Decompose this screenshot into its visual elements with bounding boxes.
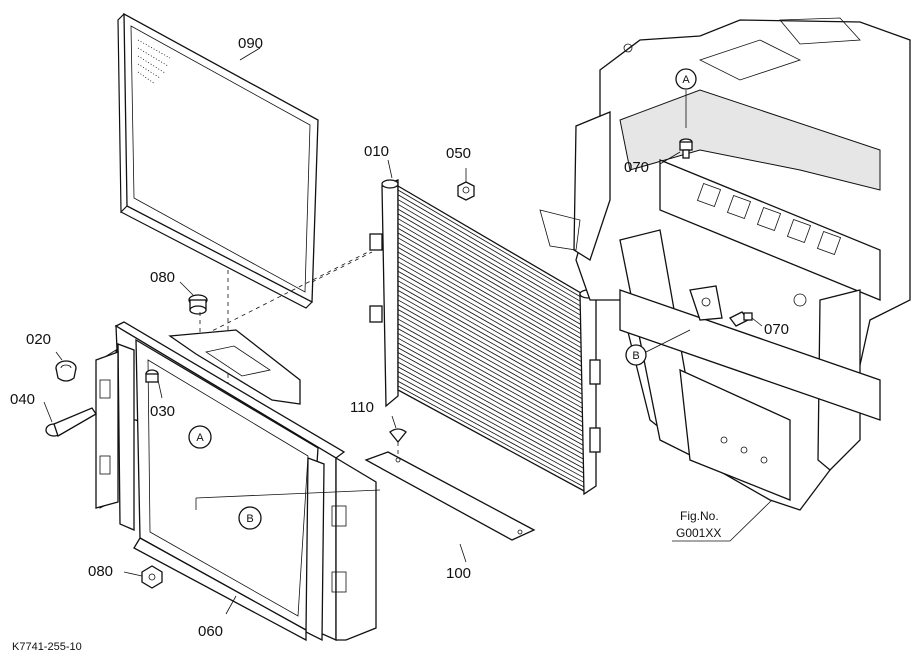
fin-line bbox=[397, 232, 587, 342]
part-040-bolt bbox=[45, 407, 97, 437]
leader-110 bbox=[391, 415, 397, 429]
fin-line bbox=[397, 337, 587, 443]
fin-line bbox=[397, 299, 587, 406]
marker-b-left: B bbox=[238, 506, 262, 530]
leader-060 bbox=[225, 595, 237, 615]
fin-line bbox=[397, 237, 587, 347]
leader-100 bbox=[459, 543, 467, 563]
condenser-fins bbox=[397, 189, 587, 489]
fin-line bbox=[397, 385, 587, 489]
part-050-nut bbox=[457, 181, 475, 201]
fin-line bbox=[397, 251, 587, 360]
part-080-grommet-lower bbox=[141, 565, 163, 589]
part-020-bushing bbox=[55, 360, 77, 382]
alignment-line-2 bbox=[205, 251, 369, 335]
leader-010 bbox=[387, 159, 393, 179]
leader-020 bbox=[55, 351, 63, 361]
fin-line bbox=[397, 328, 587, 434]
fin-line bbox=[397, 333, 587, 438]
drawing-code: K7741-255-10 bbox=[12, 641, 82, 653]
part-060-frame bbox=[95, 321, 377, 642]
fin-line bbox=[397, 318, 587, 425]
fin-line bbox=[397, 309, 587, 415]
fin-line bbox=[397, 361, 587, 466]
fin-line bbox=[397, 227, 587, 338]
fin-line bbox=[397, 203, 587, 315]
fin-line bbox=[397, 199, 587, 310]
part-010-condenser bbox=[369, 179, 601, 496]
fin-line bbox=[397, 366, 587, 471]
leader-090 bbox=[239, 47, 261, 61]
label-080a: 080 bbox=[150, 269, 175, 286]
svg-text:A: A bbox=[682, 74, 690, 86]
label-070b: 070 bbox=[764, 321, 789, 338]
leader-b-left bbox=[195, 489, 381, 499]
label-050: 050 bbox=[446, 145, 471, 162]
fin-line bbox=[397, 208, 587, 319]
leader-040 bbox=[43, 401, 53, 423]
label-080b: 080 bbox=[88, 563, 113, 580]
fin-line bbox=[397, 356, 587, 461]
fin-line bbox=[397, 275, 587, 383]
leader-080a bbox=[179, 281, 195, 297]
fin-line bbox=[397, 352, 587, 457]
fin-line bbox=[397, 223, 587, 333]
fin-line bbox=[397, 304, 587, 411]
label-110: 110 bbox=[350, 399, 374, 416]
figure-number: G001XX bbox=[676, 526, 721, 540]
figure-number-label: Fig.No. G001XX bbox=[672, 499, 773, 542]
part-090-screen bbox=[117, 12, 319, 309]
label-040: 040 bbox=[10, 391, 35, 408]
label-070a: 070 bbox=[624, 159, 649, 176]
label-010: 010 bbox=[364, 143, 389, 160]
fin-line bbox=[397, 294, 587, 402]
fin-line bbox=[397, 371, 587, 475]
part-080-grommet-upper bbox=[188, 294, 208, 315]
fin-line bbox=[397, 242, 587, 351]
fin-line bbox=[397, 280, 587, 388]
fin-line bbox=[397, 266, 587, 374]
fin-line bbox=[397, 247, 587, 356]
fin-line bbox=[397, 213, 587, 324]
part-110-clip bbox=[389, 428, 407, 444]
label-100: 100 bbox=[446, 565, 471, 582]
part-100-seal bbox=[364, 451, 536, 541]
leader-070a bbox=[659, 151, 681, 165]
leader-070b bbox=[751, 317, 763, 327]
fin-line bbox=[397, 323, 587, 429]
leader-b-right bbox=[645, 329, 691, 353]
fin-line bbox=[397, 189, 587, 301]
part-070-bolt-lower bbox=[729, 311, 753, 327]
part-030-collar bbox=[145, 369, 159, 383]
fin-line bbox=[397, 347, 587, 452]
fin-line bbox=[397, 380, 587, 484]
label-030: 030 bbox=[150, 403, 175, 420]
marker-a-top: A bbox=[675, 68, 697, 90]
fin-line bbox=[397, 313, 587, 420]
svg-text:A: A bbox=[196, 432, 204, 444]
svg-text:B: B bbox=[246, 513, 253, 525]
svg-text:B: B bbox=[632, 350, 639, 362]
label-020: 020 bbox=[26, 331, 51, 348]
machine-chassis bbox=[539, 17, 911, 511]
fin-line bbox=[397, 376, 587, 480]
figure-label: Fig.No. bbox=[680, 509, 719, 523]
leader-080b bbox=[123, 571, 143, 577]
marker-a-left: A bbox=[188, 425, 212, 449]
fin-line bbox=[397, 342, 587, 448]
label-090: 090 bbox=[238, 35, 263, 52]
fin-line bbox=[397, 261, 587, 370]
fin-line bbox=[397, 285, 587, 393]
fin-line bbox=[397, 270, 587, 379]
fin-line bbox=[397, 194, 587, 305]
label-060: 060 bbox=[198, 623, 223, 640]
fin-line bbox=[397, 290, 587, 397]
fin-line bbox=[397, 256, 587, 365]
marker-b-right: B bbox=[625, 344, 647, 366]
alignment-line-1 bbox=[311, 251, 373, 283]
part-070-bolt-upper bbox=[679, 138, 693, 159]
fin-line bbox=[397, 218, 587, 328]
leader-030 bbox=[157, 379, 163, 399]
